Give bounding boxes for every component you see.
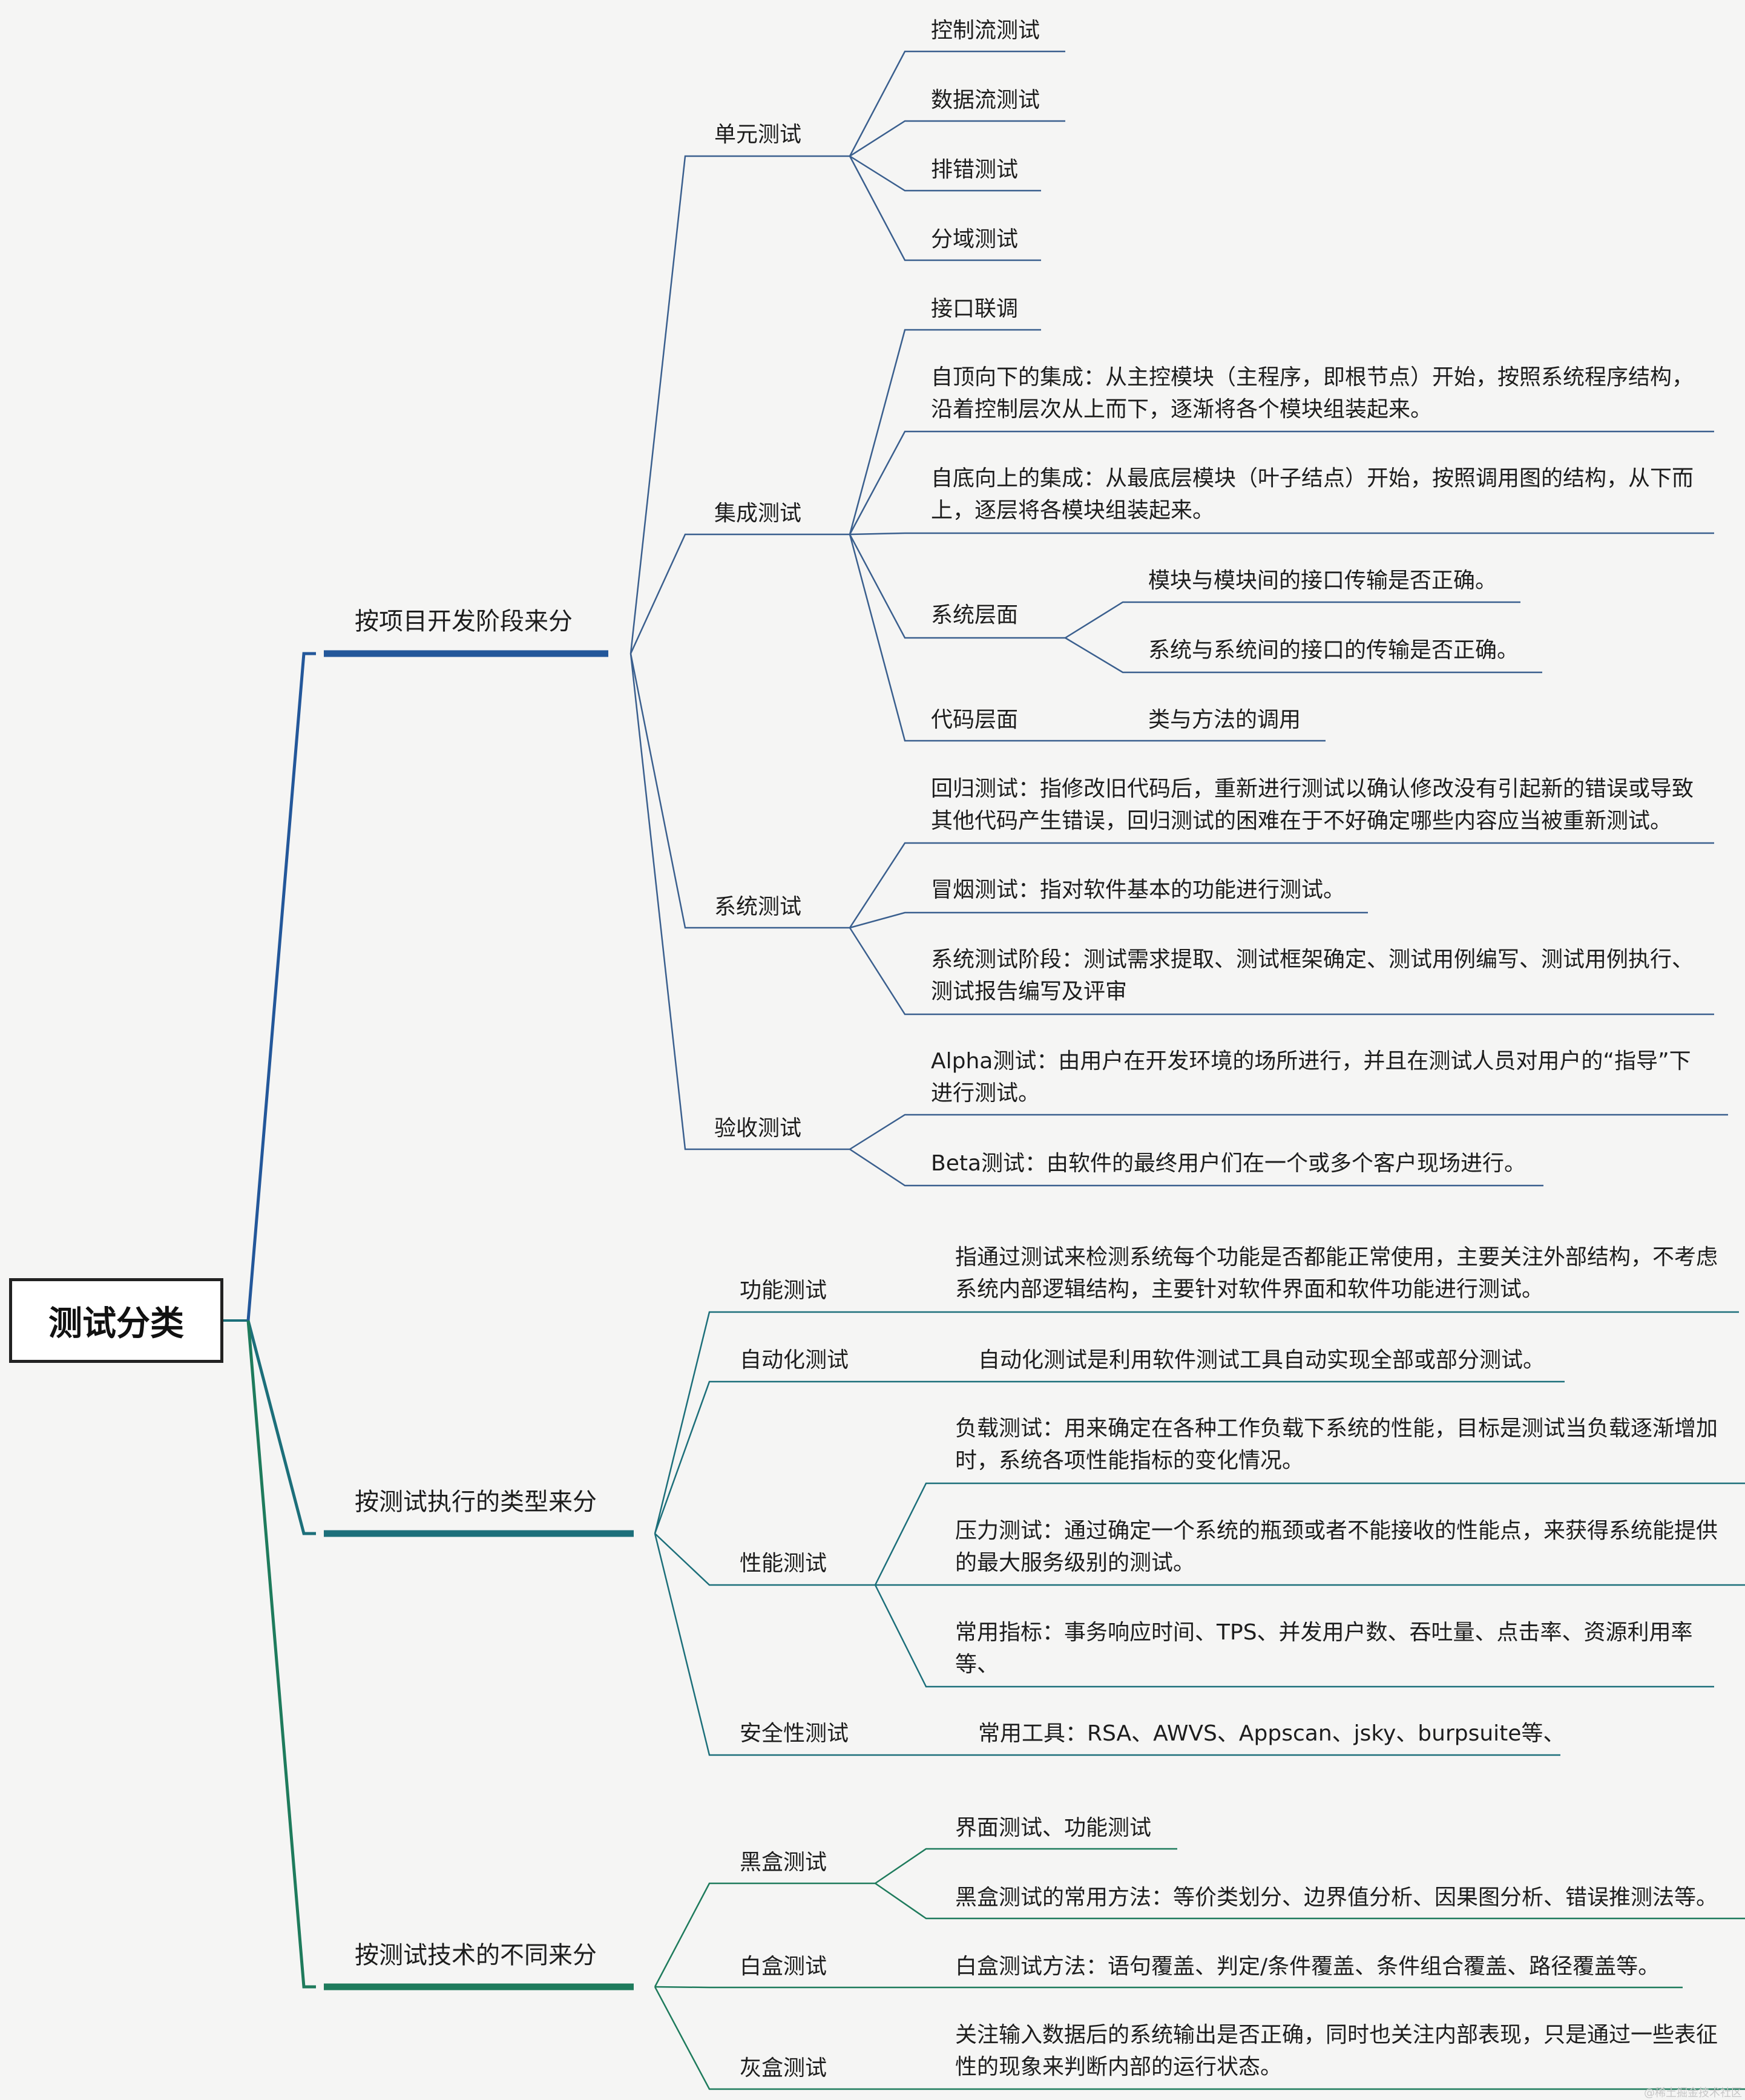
leaf-metrics[interactable]: 常用指标：事务响应时间、TPS、并发用户数、吞吐量、点击率、资源利用率 等、	[955, 1620, 1693, 1677]
link-integration-0	[849, 329, 1041, 535]
link-b2-1	[654, 1380, 930, 1534]
leaf-smoke[interactable]: 冒烟测试：指对软件基本的功能进行测试。	[931, 878, 1346, 902]
link-performance-2	[874, 1584, 1714, 1688]
leaf-top-down[interactable]: 自顶向下的集成：从主控模块（主程序，即根节点）开始，按照系统程序结构， 沿着控制…	[931, 365, 1694, 422]
leaf-beta[interactable]: Beta测试：由软件的最终用户们在一个或多个客户现场进行。	[931, 1151, 1526, 1176]
node-performance-test[interactable]: 性能测试	[740, 1551, 827, 1576]
link-unit-3	[849, 156, 1041, 261]
branch-dev-stage[interactable]: 按项目开发阶段来分	[355, 608, 573, 635]
root-link-3	[246, 1320, 316, 1989]
link-b3-2	[654, 1986, 930, 2090]
leaf-graybox-desc[interactable]: 关注输入数据后的系统输出是否正确，同时也关注内部表现，只是通过一些表征 性的现象…	[955, 2023, 1718, 2079]
leaf-alpha[interactable]: Alpha测试：由用户在开发环境的场所进行，并且在测试人员对用户的“指导”下 进…	[931, 1049, 1691, 1106]
node-acceptance-test[interactable]: 验收测试	[714, 1116, 802, 1141]
leaf-stress-test[interactable]: 压力测试：通过确定一个系统的瓶颈或者不能接收的性能点，来获得系统能提供 的最大服…	[955, 1518, 1718, 1575]
leaf-regression[interactable]: 回归测试：指修改旧代码后，重新进行测试以确认修改没有引起新的错误或导致 其他代码…	[931, 776, 1694, 833]
link-integration-4	[849, 534, 1065, 742]
leaf-debug-test[interactable]: 排错测试	[931, 157, 1019, 182]
leaf-blackbox-methods[interactable]: 黑盒测试的常用方法：等价类划分、边界值分析、因果图分析、错误推测法等。	[955, 1885, 1718, 1910]
link-system-level-0	[1065, 601, 1520, 639]
link-integration-1	[849, 430, 1714, 535]
node-automation-test[interactable]: 自动化测试	[740, 1348, 849, 1373]
link-integration-2	[849, 532, 1714, 536]
link-b1-0	[629, 155, 850, 654]
branch-technique[interactable]: 按测试技术的不同来分	[355, 1941, 597, 1969]
leaf-load-test[interactable]: 负载测试：用来确定在各种工作负载下系统的性能，目标是测试当负载逐渐增加 时，系统…	[955, 1416, 1718, 1473]
link-system-test-1	[849, 911, 1368, 929]
leaf-interface-debug[interactable]: 接口联调	[931, 297, 1019, 321]
leaf-control-flow[interactable]: 控制流测试	[931, 18, 1040, 43]
node-unit-test[interactable]: 单元测试	[714, 122, 802, 147]
link-unit-1	[849, 120, 1065, 157]
link-b1-2	[629, 653, 850, 929]
link-acceptance-0	[849, 1114, 1728, 1150]
branch-exec-type[interactable]: 按测试执行的类型来分	[355, 1488, 597, 1516]
node-blackbox[interactable]: 黑盒测试	[740, 1850, 827, 1875]
leaf-module-interface[interactable]: 模块与模块间的接口传输是否正确。	[1148, 568, 1497, 593]
leaf-security-tools[interactable]: 常用工具：RSA、AWVS、Appscan、jsky、burpsuite等、	[978, 1721, 1565, 1746]
leaf-ui-functional[interactable]: 界面测试、功能测试	[955, 1816, 1152, 1840]
root-node[interactable]: 测试分类	[9, 1278, 223, 1363]
node-code-level[interactable]: 代码层面	[931, 707, 1019, 732]
root-link-2	[246, 1320, 316, 1535]
watermark: @稀土掘金技术社区	[1644, 2087, 1742, 2099]
leaf-data-flow[interactable]: 数据流测试	[931, 88, 1040, 113]
node-integration-test[interactable]: 集成测试	[714, 501, 802, 526]
link-unit-2	[849, 155, 1041, 192]
link-b2-0	[654, 1311, 930, 1534]
root-link-1	[246, 652, 316, 1321]
leaf-functional-desc[interactable]: 指通过测试来检测系统每个功能是否都能正常使用，主要关注外部结构，不考虑 系统内部…	[955, 1245, 1718, 1302]
link-b2-3	[654, 1533, 955, 1756]
node-graybox[interactable]: 灰盒测试	[740, 2056, 827, 2081]
node-whitebox[interactable]: 白盒测试	[740, 1954, 827, 1979]
leaf-bottom-up[interactable]: 自底向上的集成：从最底层模块（叶子结点）开始，按照调用图的结构，从下而 上，逐层…	[931, 466, 1694, 523]
link-unit-0	[849, 50, 1065, 157]
node-security-test[interactable]: 安全性测试	[740, 1721, 849, 1746]
node-system-test[interactable]: 系统测试	[714, 894, 802, 919]
link-b3-0	[654, 1882, 875, 1987]
node-system-level[interactable]: 系统层面	[931, 603, 1019, 628]
link-b1-3	[629, 653, 850, 1150]
link-system-test-0	[849, 842, 1714, 928]
link-system-test-2	[849, 927, 1714, 1016]
leaf-system-phase[interactable]: 系统测试阶段：测试需求提取、测试框架确定、测试用例编写、测试用例执行、 测试报告…	[931, 947, 1694, 1004]
link-b1-1	[629, 533, 850, 654]
node-functional-test[interactable]: 功能测试	[740, 1278, 827, 1303]
link-b2-2	[654, 1533, 875, 1586]
leaf-automation-desc[interactable]: 自动化测试是利用软件测试工具自动实现全部或部分测试。	[978, 1348, 1545, 1373]
leaf-system-interface[interactable]: 系统与系统间的接口的传输是否正确。	[1148, 638, 1519, 663]
leaf-whitebox-methods[interactable]: 白盒测试方法：语句覆盖、判定/条件覆盖、条件组合覆盖、路径覆盖等。	[955, 1954, 1660, 1979]
leaf-domain-test[interactable]: 分域测试	[931, 227, 1019, 252]
root-label: 测试分类	[48, 1304, 184, 1344]
link-blackbox-1	[875, 1882, 1745, 1920]
link-performance-0	[874, 1482, 1745, 1586]
link-system-level-1	[1065, 637, 1542, 674]
link-integration-3	[849, 534, 1065, 639]
link-acceptance-1	[849, 1148, 1543, 1187]
leaf-class-method[interactable]: 类与方法的调用	[1148, 707, 1301, 732]
link-blackbox-0	[875, 1848, 1177, 1885]
